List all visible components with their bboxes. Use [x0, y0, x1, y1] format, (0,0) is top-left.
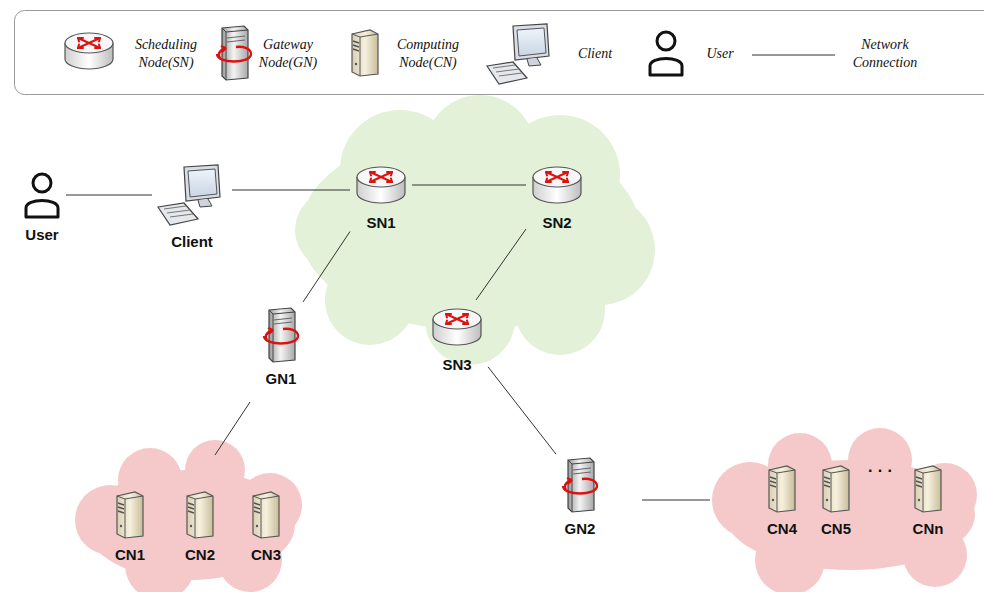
node-label: SN1 [366, 214, 395, 232]
node-label: CN1 [115, 546, 145, 564]
router-icon [530, 162, 584, 208]
connector-line [232, 190, 350, 191]
computer-node: CN1 [113, 490, 147, 564]
scheduling-cloud [295, 95, 655, 365]
computer-node: CN2 [183, 490, 217, 564]
node-label: SN2 [542, 214, 571, 232]
gateway-node: GN2 [560, 456, 600, 538]
node-label: CN5 [821, 520, 851, 538]
connector-line [412, 185, 526, 186]
legend-line-sample [752, 55, 835, 56]
node-label: CN4 [767, 520, 797, 538]
computer-icon [249, 490, 283, 540]
node-label: GN1 [266, 370, 297, 388]
legend-text: Network Connection [840, 36, 930, 72]
router-node: SN1 [354, 162, 408, 232]
network-connection [215, 402, 250, 455]
node-label: GN2 [565, 520, 596, 538]
legend-text: User [690, 45, 750, 63]
node-label: Client [171, 233, 213, 251]
computer-icon [113, 490, 147, 540]
computing-cloud [712, 428, 977, 592]
computer-node: CN3 [249, 490, 283, 564]
computer-icon [819, 464, 853, 514]
computing-cloud [75, 440, 302, 592]
legend-text: Client [560, 45, 630, 63]
ellipsis-label: · · · [868, 462, 893, 480]
network-connection [476, 229, 526, 300]
router-icon [354, 162, 408, 208]
computer-icon [911, 464, 945, 514]
computer-icon [765, 464, 799, 514]
node-label: CN3 [251, 546, 281, 564]
computer-node: CNn [911, 464, 945, 538]
gateway-node: GN1 [261, 306, 301, 388]
node-label: SN3 [442, 356, 471, 374]
router-node: SN2 [530, 162, 584, 232]
connector-line [66, 195, 152, 196]
connector-line [476, 229, 526, 300]
network-connection [642, 500, 710, 501]
legend-client-icon [485, 22, 557, 86]
client-icon [156, 163, 228, 227]
client-node: Client [156, 163, 228, 251]
node-label: CNn [913, 520, 944, 538]
gateway-icon [261, 306, 301, 364]
legend-text: Gateway Node(GN) [246, 36, 330, 72]
legend-computer-icon [348, 28, 382, 78]
user-icon [22, 170, 62, 220]
legend-gateway-icon [214, 24, 254, 82]
router-icon [430, 304, 484, 350]
legend-text: Computing Node(CN) [378, 36, 478, 72]
node-label: User [25, 226, 58, 244]
router-node: SN3 [430, 304, 484, 374]
network-connection [66, 195, 152, 196]
network-connection [232, 190, 350, 191]
connector-line [303, 232, 350, 303]
network-connection [488, 367, 556, 454]
computer-node: CN5 [819, 464, 853, 538]
user-node: User [22, 170, 62, 244]
computer-icon [183, 490, 217, 540]
network-connection [303, 232, 350, 303]
computer-node: CN4 [765, 464, 799, 538]
legend-router-icon [62, 28, 116, 74]
legend-user-icon [646, 28, 686, 78]
node-label: CN2 [185, 546, 215, 564]
network-connection [412, 185, 526, 186]
connector-line [488, 367, 556, 454]
gateway-icon [560, 456, 600, 514]
legend-frame [15, 11, 984, 95]
legend-text: Scheduling Node(SN) [118, 36, 214, 72]
